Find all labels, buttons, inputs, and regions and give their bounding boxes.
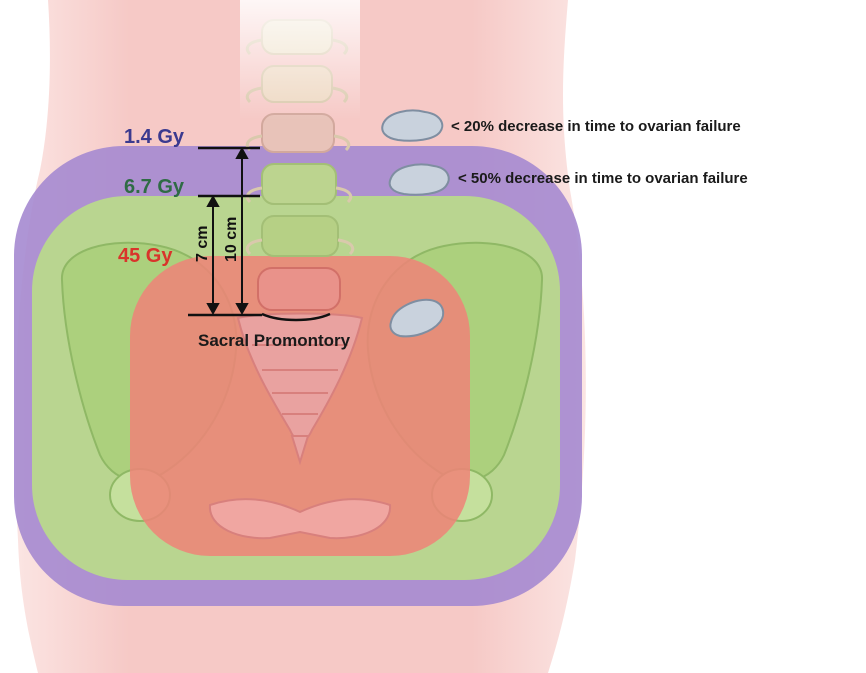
distance-label-7-cm: 7 cm (194, 226, 211, 262)
sacral-promontory-label: Sacral Promontory (198, 331, 351, 350)
dose-label-6-7-gy: 6.7 Gy (124, 176, 185, 198)
ovary-icon (390, 165, 449, 195)
top-fade (240, 0, 360, 120)
legend-text-50-percent: < 50% decrease in time to ovarian failur… (458, 170, 748, 187)
distance-label-10-cm: 10 cm (223, 217, 240, 262)
dose-label-1-4-gy: 1.4 Gy (124, 126, 185, 148)
dose-label-45-gy: 45 Gy (118, 245, 173, 267)
ovary-icon (382, 111, 442, 141)
legend-text-20-percent: < 20% decrease in time to ovarian failur… (451, 118, 741, 135)
